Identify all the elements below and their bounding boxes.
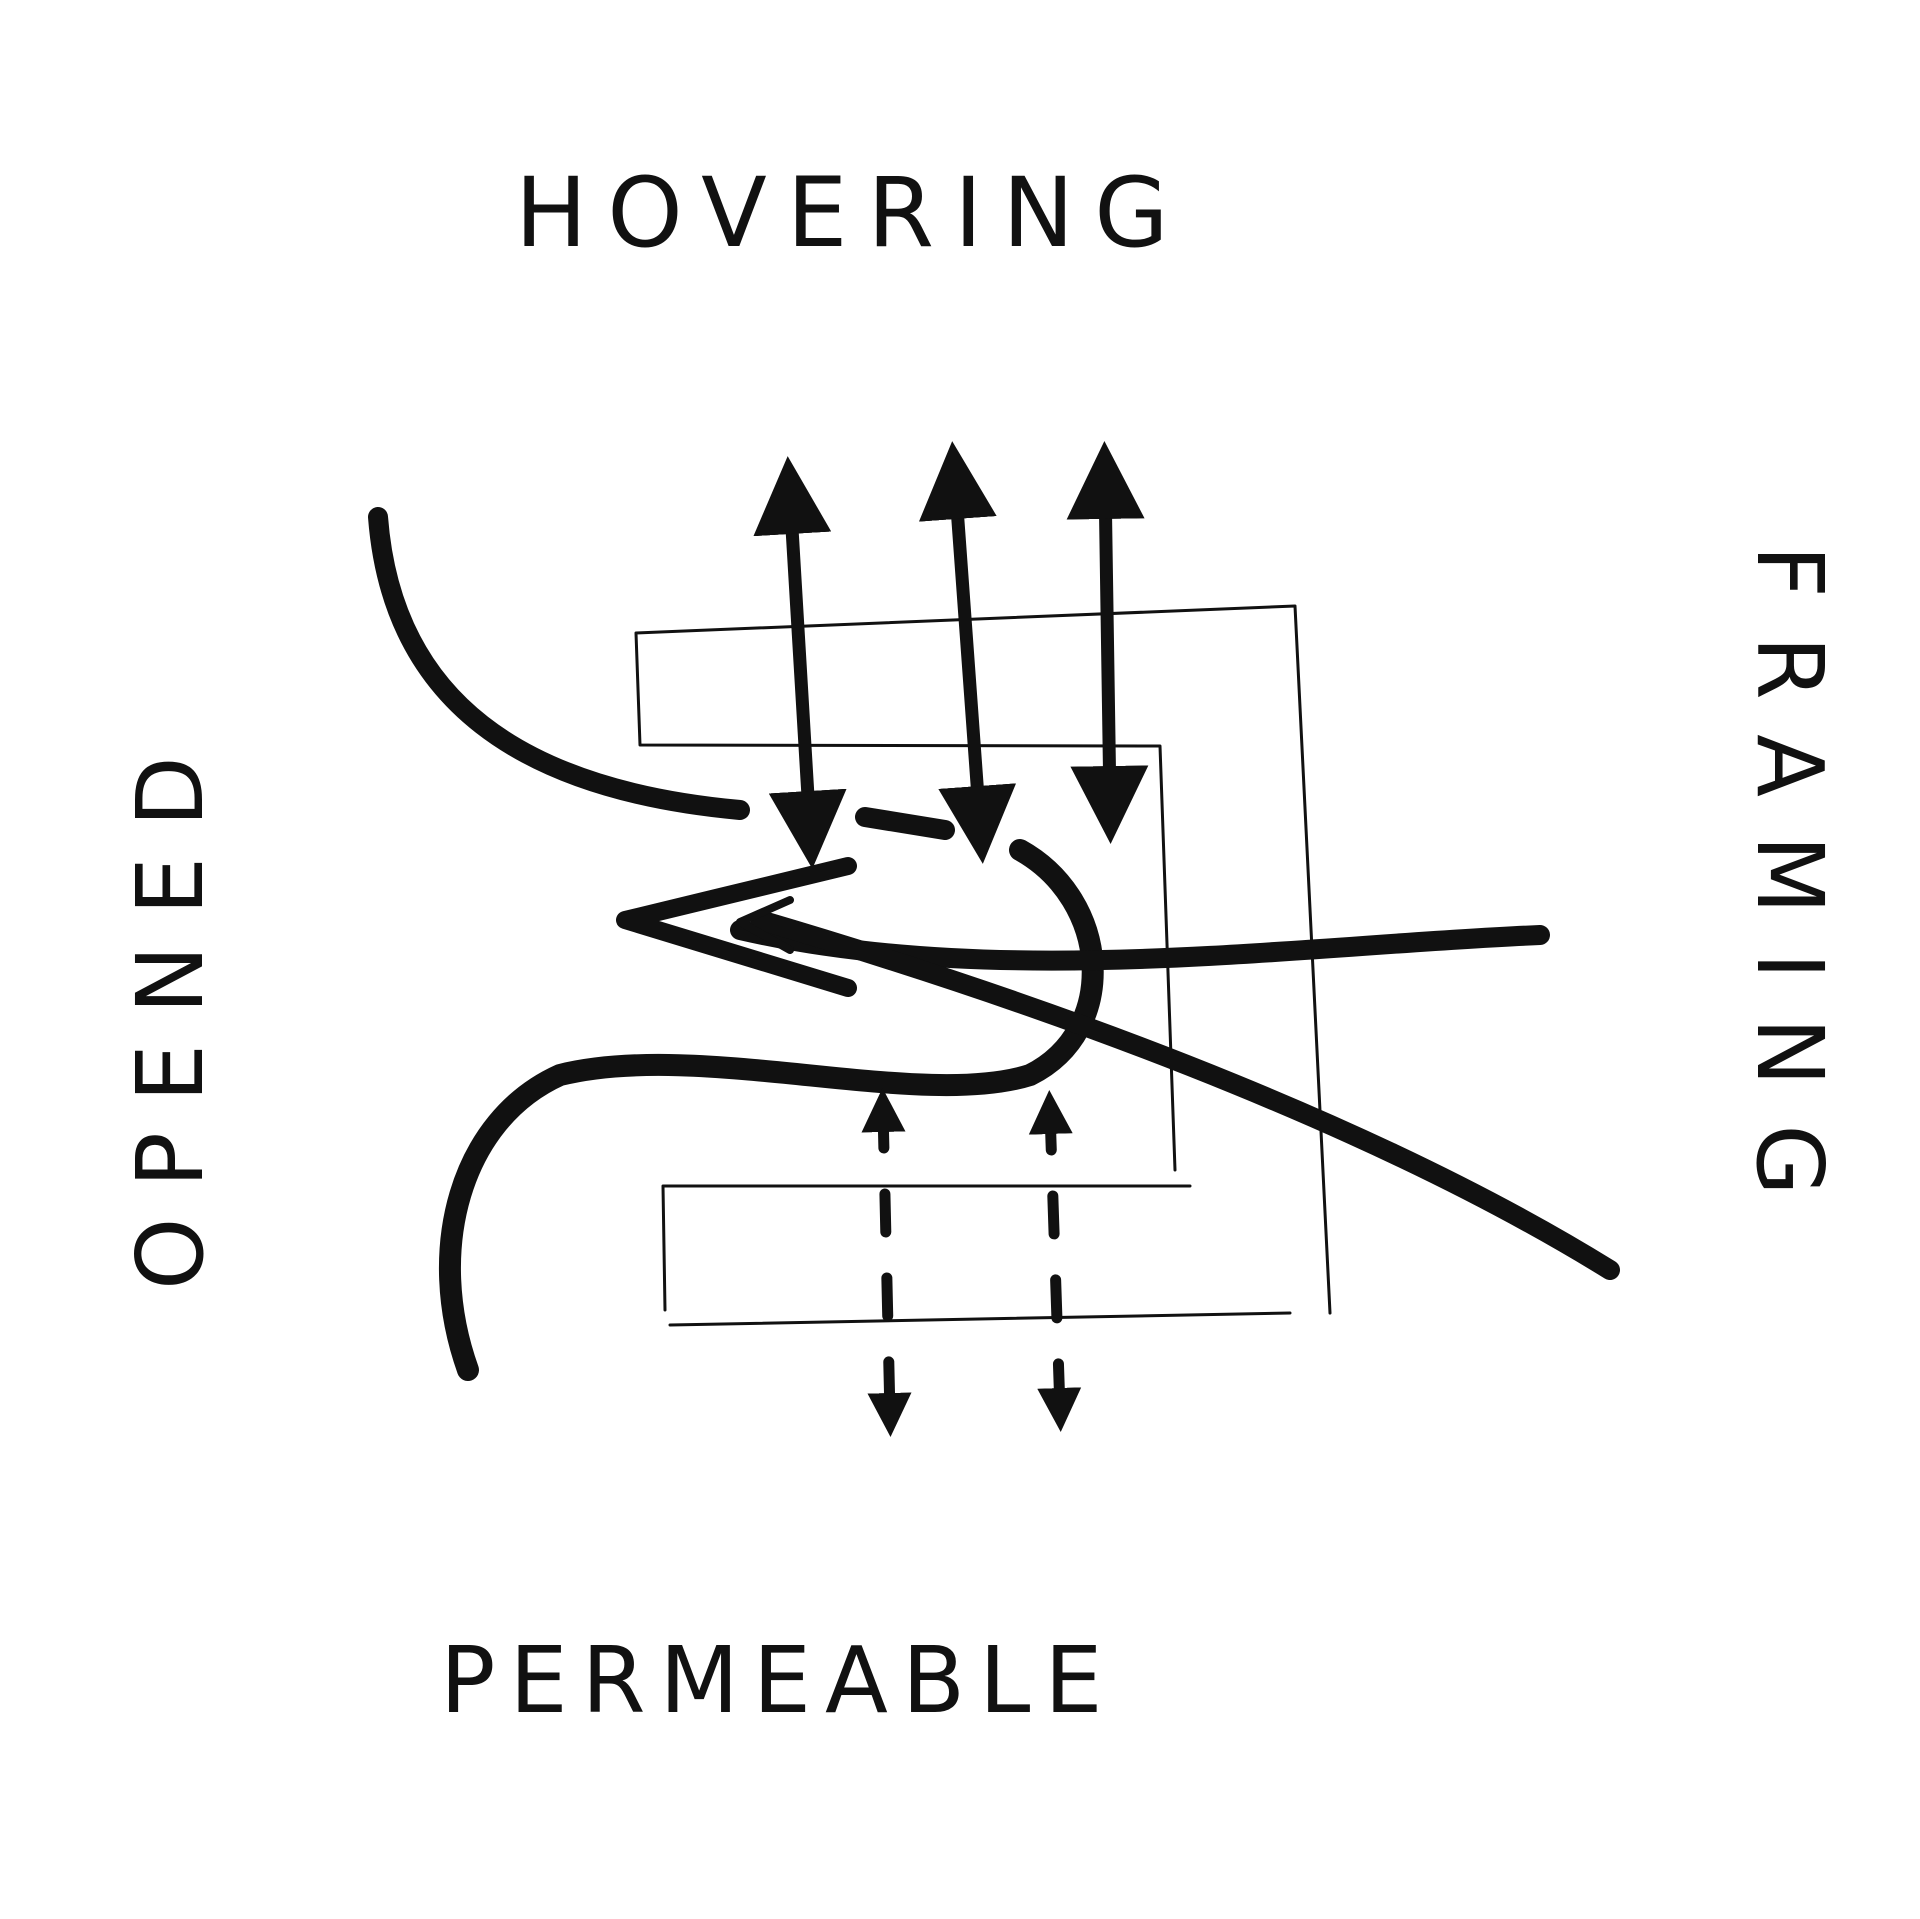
bottom-left-curve: [439, 839, 1104, 1381]
label-opened: OPENED: [117, 726, 224, 1290]
left-arrowhead: [616, 857, 857, 997]
hovering-arrows: [753, 441, 1149, 869]
label-hovering: HOVERING: [515, 157, 1189, 269]
label-permeable: PERMEABLE: [440, 1627, 1117, 1734]
label-framing: FRAMING: [1736, 545, 1843, 1234]
hover-arrow-1: [753, 456, 847, 869]
permeable-arrows: [861, 1088, 1082, 1437]
right-line-lower: [750, 910, 1620, 1280]
hover-arrow-3: [1066, 441, 1149, 844]
left-arrowhead-inner: [736, 896, 794, 954]
top-dash: [855, 807, 955, 840]
permeable-arrow-1: [861, 1088, 912, 1437]
top-left-curve: [368, 507, 750, 820]
hover-arrow-2: [918, 441, 1017, 864]
permeable-arrow-2: [1028, 1090, 1082, 1432]
lower-plate: [661, 1184, 1292, 1327]
